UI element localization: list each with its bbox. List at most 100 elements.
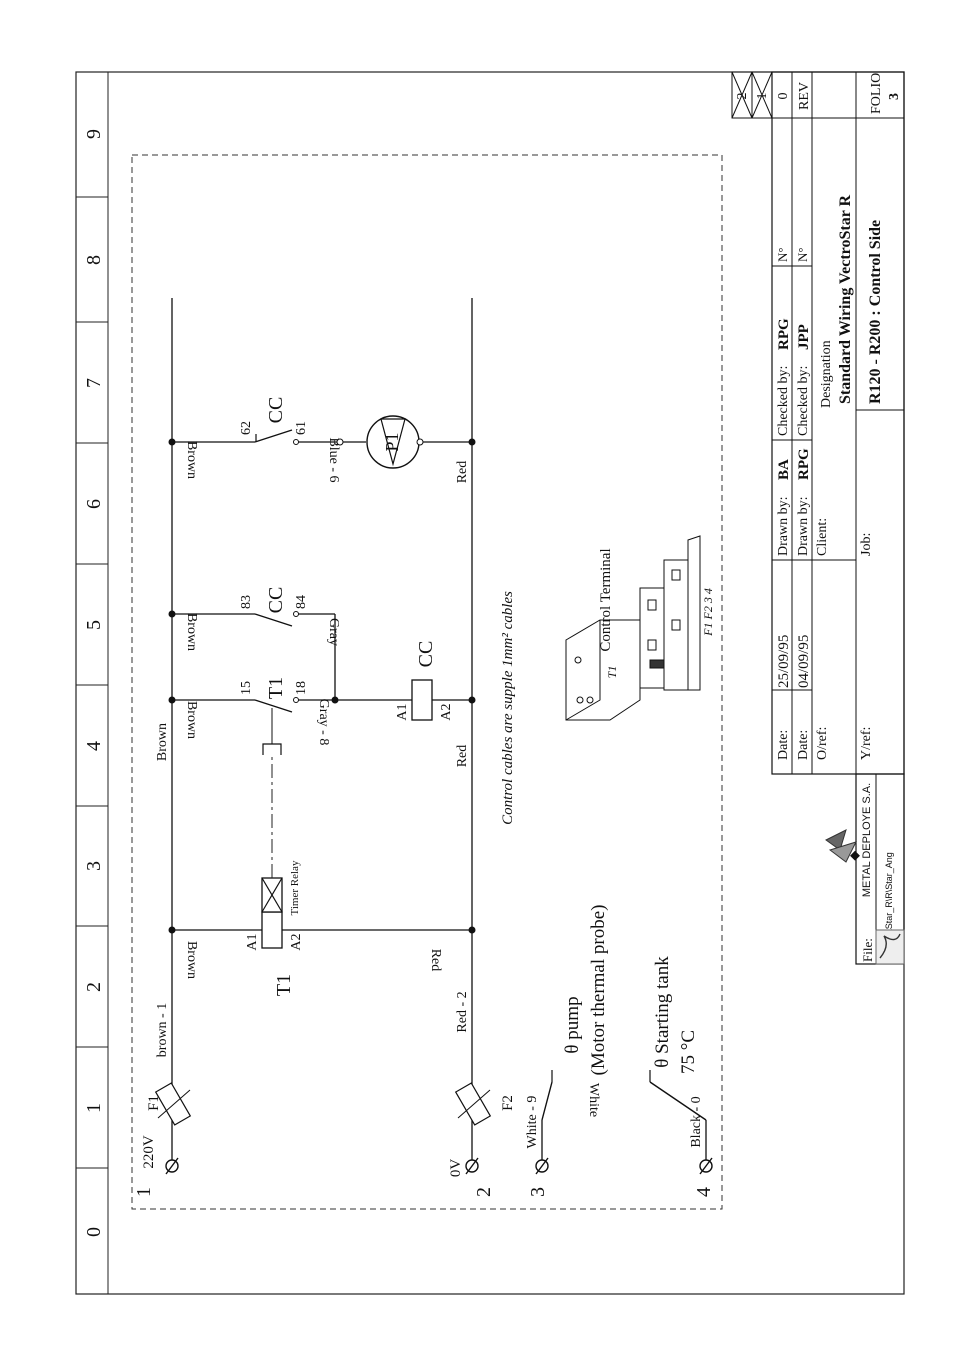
timer-delay-symbol [262, 743, 282, 755]
column-label: 3 [83, 861, 105, 871]
svg-text:Timer Relay: Timer Relay [289, 860, 301, 915]
enclosure-boundary [131, 154, 723, 1210]
svg-text:Designation: Designation [819, 340, 834, 408]
svg-text:A1: A1 [245, 933, 260, 950]
svg-text:Client:: Client: [815, 518, 830, 556]
wire-label-white-rot: White [586, 1083, 601, 1117]
column-label: 8 [83, 255, 105, 265]
terminal-4: 4 [693, 1157, 715, 1197]
column-label: 9 [83, 129, 105, 139]
contact-cc-83-84: 83 CC 84 [239, 587, 309, 627]
wire-label-red-rot: Red [428, 949, 443, 972]
svg-text:61: 61 [294, 421, 309, 435]
contactor-coil-cc: A1 A2 CC [395, 641, 454, 721]
wire-label-brown-1: brown - 1 [155, 1003, 170, 1057]
svg-text:N°: N° [795, 247, 810, 262]
wire-label-brown-rot: Brown [184, 441, 199, 479]
svg-text:A2: A2 [289, 933, 304, 950]
svg-text:O/ref:: O/ref: [815, 727, 830, 760]
fuse-f1: F1 [146, 1082, 192, 1126]
terminal-3: 3 [527, 1157, 549, 1197]
svg-text:83: 83 [239, 595, 254, 609]
wire-label-gray: Gray [326, 618, 341, 646]
svg-text:P1: P1 [382, 432, 402, 451]
junction-nodes [168, 438, 476, 934]
wire-labels: brown - 1 Red - 2 White - 9 Black - 0 Br… [155, 437, 704, 1148]
terminal-1: 1 220V [133, 1135, 179, 1197]
wire-label-gray-8: Gray - 8 [316, 699, 331, 746]
svg-text:04/09/95: 04/09/95 [796, 635, 812, 688]
company-logo [825, 829, 860, 863]
wire-label-brown-rot: Brown [184, 941, 199, 979]
signature-stamp [875, 929, 905, 965]
file-path: Doc\Star_R\R\Star_Ang [884, 852, 894, 948]
svg-text:T1: T1 [605, 666, 619, 679]
title-block: 2 1 0 REV Date: 25/09/95 Drawn by: BA Ch… [731, 71, 905, 965]
svg-text:File:: File: [860, 938, 875, 962]
svg-text:CC: CC [265, 397, 287, 424]
contact-cc-62-61: 62 CC 61 [239, 397, 309, 445]
svg-text:2: 2 [735, 93, 750, 100]
wire-label-brown: Brown [155, 723, 170, 761]
svg-text:0: 0 [776, 93, 791, 100]
column-label: 2 [83, 982, 105, 992]
svg-text:1: 1 [755, 93, 770, 100]
svg-text:T1: T1 [265, 677, 287, 699]
svg-text:Drawn by:: Drawn by: [796, 497, 811, 557]
fuse-f2: F2 [454, 1082, 516, 1126]
pump-p1: P1 [336, 415, 424, 469]
column-label: 5 [83, 620, 105, 630]
svg-text:(Motor thermal probe): (Motor thermal probe) [588, 905, 609, 1076]
svg-text:25/09/95: 25/09/95 [776, 635, 792, 688]
company-name: METAL DEPLOYE S.A. [861, 783, 873, 897]
svg-text:3: 3 [527, 1187, 549, 1197]
svg-text:Date:: Date: [776, 730, 791, 760]
svg-text:3: 3 [887, 93, 902, 100]
svg-text:F1 F2 3 4: F1 F2 3 4 [701, 588, 715, 637]
svg-text:15: 15 [239, 681, 254, 695]
svg-text:1: 1 [133, 1187, 155, 1197]
svg-text:A1: A1 [395, 703, 410, 720]
wire-label-black-0: Black - 0 [689, 1096, 704, 1147]
svg-text:F1: F1 [146, 1095, 162, 1111]
svg-text:RPG: RPG [796, 448, 812, 480]
wire-label-brown-rot: Brown [184, 613, 199, 651]
svg-text:75 °C: 75 °C [678, 1030, 699, 1074]
svg-text:A2: A2 [439, 703, 454, 720]
cable-note: Control cables are supple 1mm² cables [500, 591, 516, 825]
column-ruler: 0 1 2 3 4 5 6 7 8 9 [75, 72, 109, 1295]
probe-starting-tank: θ Starting tank 75 °C [649, 956, 707, 1121]
wire-label-red: Red [455, 745, 470, 768]
svg-text:4: 4 [693, 1187, 715, 1197]
svg-text:RPG: RPG [776, 318, 792, 350]
svg-text:θ pump: θ pump [562, 996, 583, 1053]
column-label: 6 [83, 499, 105, 509]
column-label: 0 [83, 1227, 105, 1237]
svg-text:62: 62 [239, 421, 254, 435]
wire-label-blue-6: Blue - 6 [326, 437, 341, 482]
svg-text:θ Starting tank: θ Starting tank [652, 956, 673, 1068]
wire-label-white-9: White - 9 [525, 1096, 540, 1149]
svg-text:Checked by:: Checked by: [796, 366, 811, 436]
svg-text:REV: REV [797, 82, 812, 110]
wiring [171, 298, 707, 1160]
svg-text:Control Terminal: Control Terminal [598, 548, 614, 651]
svg-text:Drawn by:: Drawn by: [776, 497, 791, 557]
svg-text:84: 84 [294, 595, 309, 609]
wire-label-brown-rot: Brown [184, 701, 199, 739]
probe-pump: θ pump (Motor thermal probe) [541, 905, 609, 1121]
control-terminal-illustration: T1 Control Terminal F1 F2 3 4 [565, 535, 715, 721]
svg-text:FOLIO: FOLIO [869, 73, 884, 114]
terminal-2: 2 0V [448, 1157, 495, 1197]
svg-text:220V: 220V [141, 1135, 157, 1169]
svg-text:CC: CC [265, 587, 287, 614]
svg-text:18: 18 [294, 681, 309, 695]
svg-text:Job:: Job: [859, 533, 874, 556]
svg-text:2: 2 [473, 1187, 495, 1197]
svg-text:R120 - R200 : Control Side: R120 - R200 : Control Side [867, 220, 884, 404]
svg-text:0V: 0V [448, 1159, 464, 1178]
timer-relay-coil: T1 A1 A2 Timer Relay [245, 860, 304, 996]
svg-text:N°: N° [775, 247, 790, 262]
svg-text:CC: CC [415, 641, 437, 668]
